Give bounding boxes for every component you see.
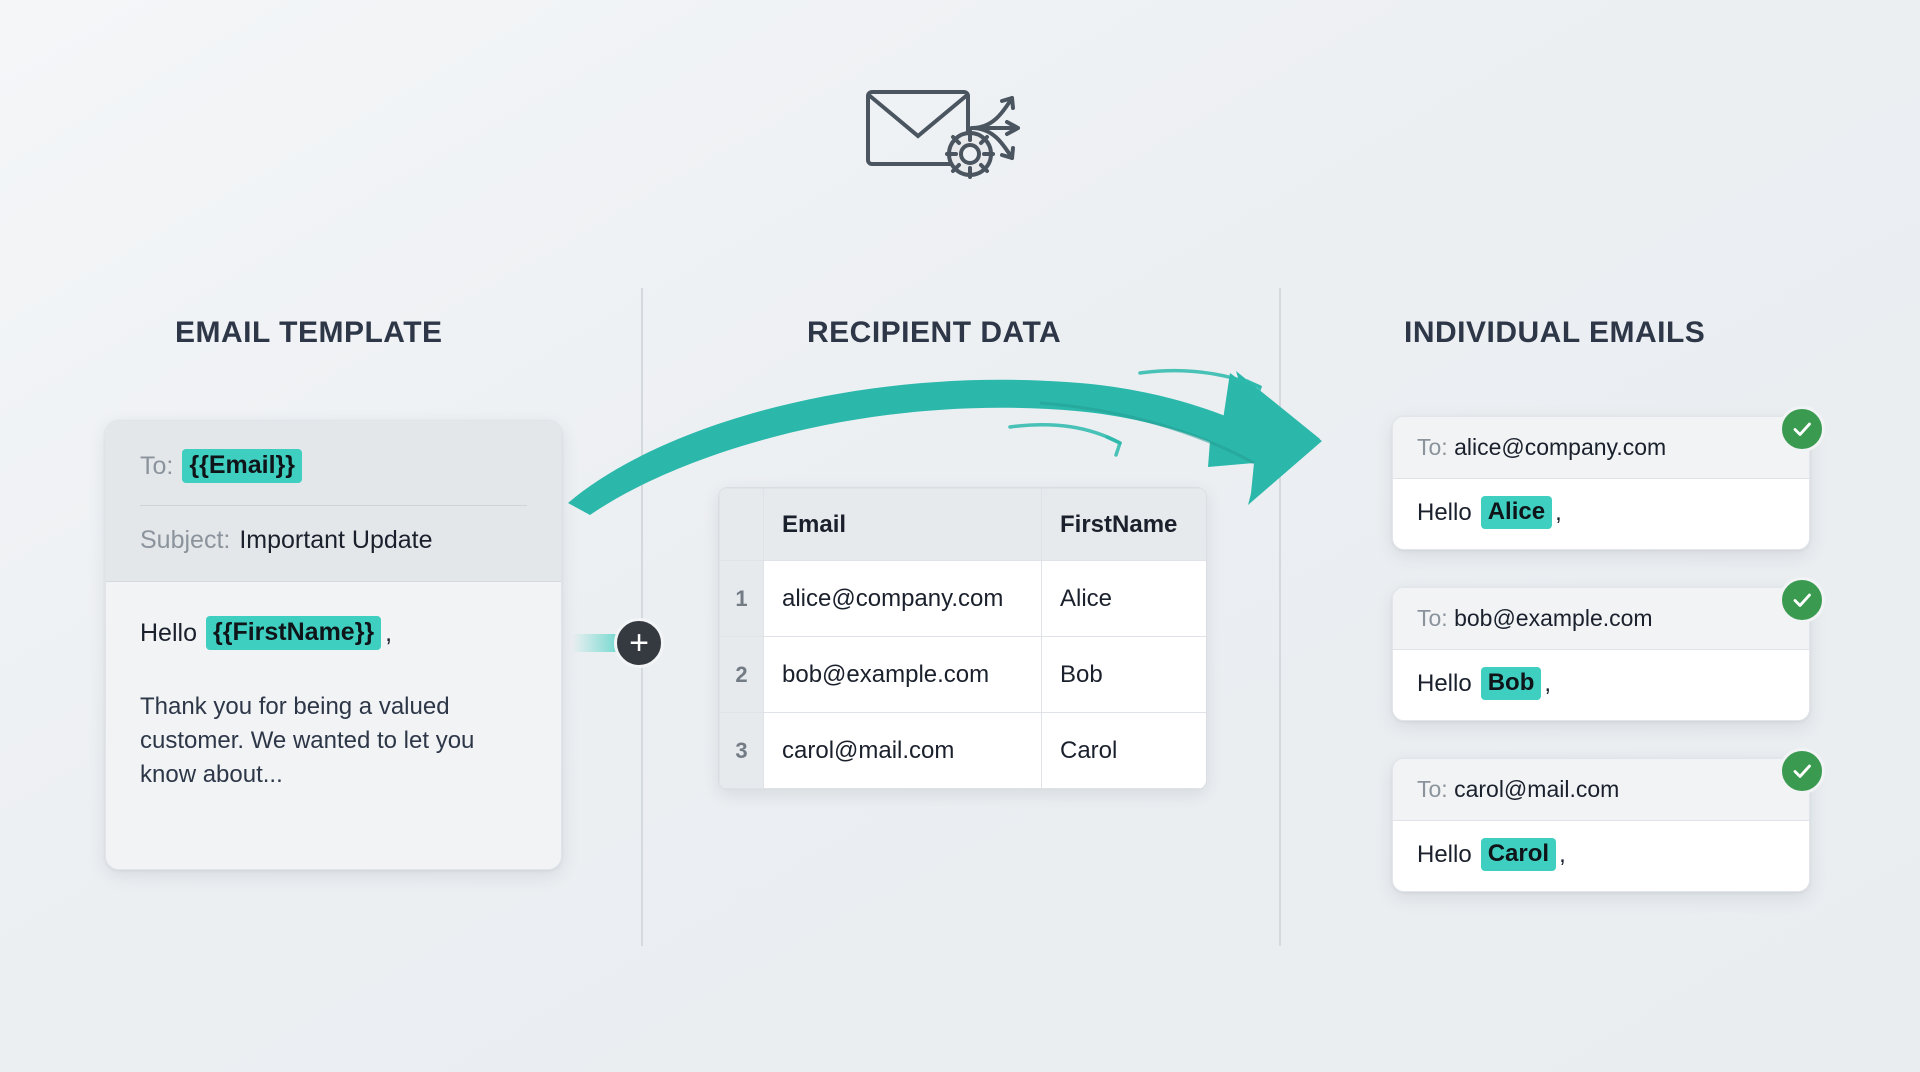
email-merged-name: Alice — [1480, 496, 1553, 529]
email-greeting-prefix: Hello — [1417, 669, 1472, 697]
cell-firstname[interactable]: Bob — [1041, 636, 1206, 713]
column-heading-individual-emails: INDIVIDUAL EMAILS — [1404, 316, 1706, 349]
individual-email-card[interactable]: To: bob@example.com Hello Bob , — [1392, 587, 1810, 721]
email-card-header: To: alice@company.com — [1393, 417, 1809, 479]
email-merged-name: Carol — [1480, 838, 1557, 871]
table-header-row: Email FirstName — [719, 488, 1206, 561]
section-divider-right — [1279, 288, 1281, 946]
section-divider-left — [641, 288, 643, 946]
email-merged-name: Bob — [1480, 667, 1542, 700]
cell-email[interactable]: carol@mail.com — [763, 712, 1042, 789]
email-to-value: carol@mail.com — [1454, 776, 1620, 802]
template-body-paragraph: Thank you for being a valued customer. W… — [140, 693, 475, 789]
table-gutter-header — [719, 488, 764, 561]
email-to-value: alice@company.com — [1454, 434, 1667, 460]
email-card-body: Hello Bob , — [1393, 650, 1809, 720]
email-card-header: To: carol@mail.com — [1393, 759, 1809, 821]
column-heading-recipient-data: RECIPIENT DATA — [807, 316, 1062, 349]
template-to-line: To: {{Email}} — [140, 449, 527, 483]
email-to-label: To: — [1417, 776, 1448, 802]
plus-icon: + — [614, 618, 664, 668]
plus-symbol: + — [629, 624, 649, 662]
table-header-email[interactable]: Email — [763, 488, 1042, 561]
email-card-body: Hello Carol , — [1393, 821, 1809, 891]
merge-connector: + — [572, 612, 702, 674]
status-badge-sent — [1779, 577, 1825, 623]
template-to-token: {{Email}} — [182, 449, 302, 483]
email-greeting-suffix: , — [1544, 669, 1552, 697]
row-index: 2 — [719, 636, 764, 713]
row-index: 3 — [719, 712, 764, 789]
template-body: Hello {{FirstName}} , Thank you for bein… — [106, 582, 561, 869]
email-card-header: To: bob@example.com — [1393, 588, 1809, 650]
status-badge-sent — [1779, 406, 1825, 452]
template-subject-label: Subject: — [140, 526, 231, 554]
template-greeting-prefix: Hello — [140, 618, 197, 647]
email-greeting-prefix: Hello — [1417, 840, 1472, 868]
check-icon — [1793, 422, 1811, 436]
status-badge-sent — [1779, 748, 1825, 794]
row-index: 1 — [719, 560, 764, 637]
template-greeting: Hello {{FirstName}} , — [140, 616, 527, 650]
email-to-label: To: — [1417, 434, 1448, 460]
email-card-body: Hello Alice , — [1393, 479, 1809, 549]
template-rule — [140, 505, 527, 506]
recipient-data-table[interactable]: Email FirstName 1 alice@company.com Alic… — [718, 487, 1207, 790]
template-firstname-token: {{FirstName}} — [205, 616, 382, 650]
envelope-gear-distribute-icon — [866, 90, 1020, 179]
email-greeting-suffix: , — [1559, 840, 1566, 868]
template-greeting-suffix: , — [385, 618, 393, 647]
header-mail-merge-icon — [860, 70, 1060, 190]
email-greeting-prefix: Hello — [1417, 498, 1472, 526]
template-subject-line: Subject: Important Update — [140, 526, 527, 555]
email-to-value: bob@example.com — [1454, 605, 1653, 631]
table-header-firstname[interactable]: FirstName — [1041, 488, 1206, 561]
template-to-label: To: — [140, 451, 174, 480]
template-header: To: {{Email}} Subject: Important Update — [106, 421, 561, 582]
individual-email-card[interactable]: To: carol@mail.com Hello Carol , — [1392, 758, 1810, 892]
individual-email-card[interactable]: To: alice@company.com Hello Alice , — [1392, 416, 1810, 550]
email-to-label: To: — [1417, 605, 1448, 631]
check-icon — [1793, 593, 1811, 607]
cell-firstname[interactable]: Alice — [1041, 560, 1206, 637]
check-icon — [1793, 764, 1811, 778]
template-subject-value: Important Update — [239, 526, 433, 554]
email-greeting-suffix: , — [1555, 498, 1562, 526]
column-heading-email-template: EMAIL TEMPLATE — [175, 316, 443, 349]
table-row[interactable]: 2 bob@example.com Bob — [719, 636, 1206, 713]
table-row[interactable]: 3 carol@mail.com Carol — [719, 712, 1206, 789]
cell-email[interactable]: bob@example.com — [763, 636, 1042, 713]
email-template-card[interactable]: To: {{Email}} Subject: Important Update … — [105, 420, 562, 870]
cell-email[interactable]: alice@company.com — [763, 560, 1042, 637]
table-row[interactable]: 1 alice@company.com Alice — [719, 560, 1206, 637]
cell-firstname[interactable]: Carol — [1041, 712, 1206, 789]
